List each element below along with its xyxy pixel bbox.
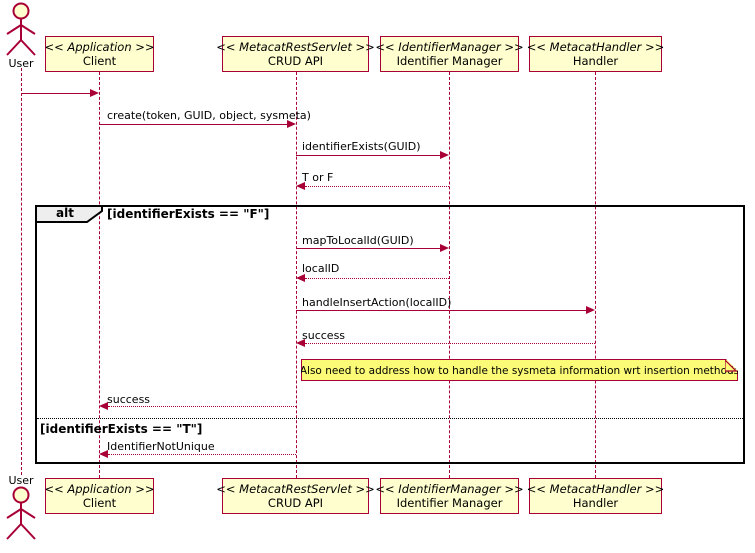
message-label-map-to-local-id: mapToLocalId(GUID) bbox=[302, 234, 414, 247]
participant-crud-api-top: << MetacatRestServlet >> CRUD API bbox=[216, 36, 375, 72]
participant-stereotype: << Application >> bbox=[44, 39, 155, 54]
participant-stereotype: << Application >> bbox=[44, 481, 155, 496]
message-line-identifier-exists bbox=[296, 155, 440, 156]
message-label-handle-insert-action: handleInsertAction(localID) bbox=[302, 296, 452, 309]
message-line-local-id bbox=[305, 278, 449, 279]
participant-identifier-manager-bottom: << IdentifierManager >> Identifier Manag… bbox=[375, 478, 524, 514]
participant-crud-api-bottom: << MetacatRestServlet >> CRUD API bbox=[216, 478, 375, 514]
participant-name: Identifier Manager bbox=[396, 495, 503, 510]
message-line-t-or-f bbox=[305, 186, 449, 187]
lifeline-user bbox=[21, 68, 22, 475]
arrowhead-right-icon bbox=[287, 120, 296, 128]
message-label-identifier-not-unique: IdentifierNotUnique bbox=[107, 440, 215, 453]
participant-name: CRUD API bbox=[267, 495, 324, 510]
message-label-create: create(token, GUID, object, sysmeta) bbox=[107, 109, 311, 122]
participant-stereotype: << MetacatRestServlet >> bbox=[216, 481, 375, 496]
lifeline-client bbox=[99, 72, 100, 478]
participant-stereotype: << IdentifierManager >> bbox=[375, 39, 524, 54]
message-label-success-client: success bbox=[107, 393, 151, 406]
participant-name: Client bbox=[82, 53, 117, 68]
lifeline-identifier-manager bbox=[449, 72, 450, 478]
alt-condition-f: [identifierExists == "F"] bbox=[107, 207, 270, 221]
arrowhead-right-icon bbox=[440, 151, 449, 159]
actor-user-icon bbox=[6, 486, 36, 540]
arrowhead-right-icon bbox=[440, 244, 449, 252]
actor-user-label-bottom: User bbox=[8, 474, 34, 487]
arrowhead-right-icon bbox=[90, 89, 99, 97]
arrowhead-right-icon bbox=[586, 306, 595, 314]
message-label-t-or-f: T or F bbox=[302, 171, 334, 184]
participant-handler-bottom: << MetacatHandler >> Handler bbox=[526, 478, 665, 514]
message-label-local-id: localID bbox=[302, 262, 340, 275]
message-line-map-to-local-id bbox=[296, 248, 440, 249]
arrowhead-left-icon bbox=[99, 450, 108, 458]
message-label-identifier-exists: identifierExists(GUID) bbox=[302, 140, 421, 153]
message-line-user-client bbox=[21, 93, 91, 94]
message-line-identifier-not-unique bbox=[108, 454, 296, 455]
alt-operator-label: alt bbox=[56, 206, 74, 220]
participant-client-top: << Application >> Client bbox=[44, 36, 155, 72]
lifeline-handler bbox=[595, 72, 596, 478]
participant-name: Handler bbox=[572, 495, 619, 510]
alt-condition-t: [identifierExists == "T"] bbox=[40, 422, 203, 436]
alt-else-divider bbox=[37, 418, 743, 419]
participant-stereotype: << MetacatHandler >> bbox=[526, 39, 665, 54]
alt-operator-tab bbox=[35, 205, 103, 223]
actor-user-label-top: User bbox=[8, 57, 34, 70]
message-line-success-client bbox=[108, 406, 296, 407]
message-line-handle-insert-action bbox=[296, 310, 586, 311]
arrowhead-left-icon bbox=[296, 182, 305, 190]
note-text: "Also need to address how to handle the … bbox=[295, 364, 744, 377]
participant-client-bottom: << Application >> Client bbox=[44, 478, 155, 514]
participant-name: CRUD API bbox=[267, 53, 324, 68]
participant-name: Identifier Manager bbox=[396, 53, 503, 68]
participant-handler-top: << MetacatHandler >> Handler bbox=[526, 36, 665, 72]
participant-name: Handler bbox=[572, 53, 619, 68]
note-sysmeta: "Also need to address how to handle the … bbox=[301, 359, 738, 381]
message-label-success-handler: success bbox=[302, 329, 346, 342]
arrowhead-left-icon bbox=[296, 274, 305, 282]
arrowhead-left-icon bbox=[296, 339, 305, 347]
participant-stereotype: << IdentifierManager >> bbox=[375, 481, 524, 496]
arrowhead-left-icon bbox=[99, 402, 108, 410]
participant-name: Client bbox=[82, 495, 117, 510]
participant-stereotype: << MetacatRestServlet >> bbox=[216, 39, 375, 54]
message-line-success-handler bbox=[305, 343, 595, 344]
participant-stereotype: << MetacatHandler >> bbox=[526, 481, 665, 496]
message-line-create bbox=[99, 124, 287, 125]
participant-identifier-manager-top: << IdentifierManager >> Identifier Manag… bbox=[375, 36, 524, 72]
alt-fragment-frame bbox=[35, 205, 745, 464]
actor-user-icon bbox=[6, 2, 36, 56]
note-fold-icon bbox=[725, 360, 737, 372]
